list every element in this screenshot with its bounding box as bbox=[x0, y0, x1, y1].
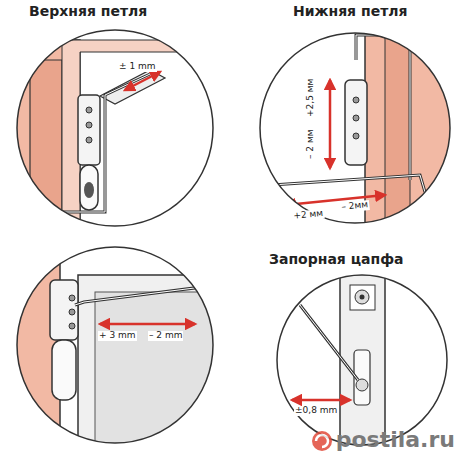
view-heading: Запорная цапфа bbox=[268, 252, 405, 267]
dimension-label: – 2 mm bbox=[148, 331, 183, 341]
dimension-label: ± 1 mm bbox=[118, 62, 157, 72]
dimension-label: + 3 mm bbox=[98, 331, 137, 341]
watermark-logo bbox=[312, 431, 332, 451]
dimension-label: ±0,8 mm bbox=[294, 406, 338, 416]
lower-hinge-view bbox=[250, 20, 460, 240]
view-heading: Верхняя петля bbox=[28, 4, 148, 19]
view-heading: Нижняя петля bbox=[292, 4, 409, 19]
dimension-label: – 2 мм bbox=[306, 128, 316, 160]
dimension-label: +2,5 мм bbox=[306, 78, 316, 118]
sash-hinge-view bbox=[10, 240, 238, 460]
watermark-text: postila.ru bbox=[335, 428, 456, 452]
upper-hinge-view bbox=[0, 0, 230, 240]
locking-pin-view bbox=[275, 270, 455, 450]
dimension-label: +2 мм bbox=[292, 209, 325, 222]
